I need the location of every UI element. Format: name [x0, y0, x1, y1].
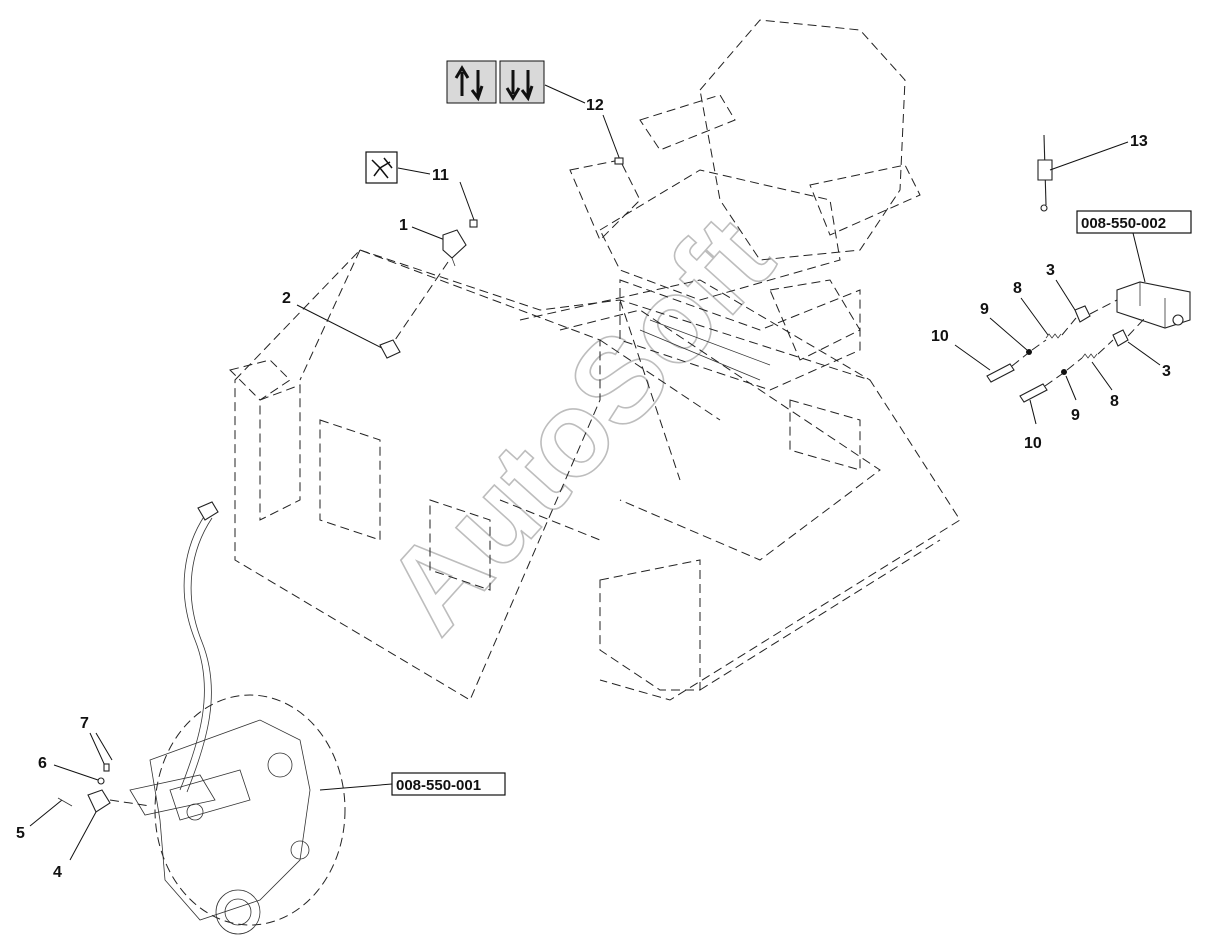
ball-9-top: [1026, 349, 1032, 355]
ball-9-bottom: [1061, 369, 1067, 375]
cable-tie: [1037, 134, 1053, 212]
callout-11: 11: [432, 167, 449, 184]
callout-8-bottom: 8: [1110, 393, 1119, 410]
spring-8-top: [1045, 333, 1062, 339]
operator-seat: [569, 19, 921, 391]
callout-2: 2: [282, 290, 291, 307]
pressure-switch-4: [87, 789, 111, 813]
main-frame: [229, 249, 961, 701]
axle-assembly: [129, 694, 346, 935]
pin-5: [57, 797, 73, 807]
screw-7a: [103, 763, 110, 772]
callout-12: 12: [586, 97, 604, 114]
lift-arrow-up-icon: [454, 65, 484, 102]
watermark: AutoSoft: [360, 191, 798, 657]
callout-4: 4: [53, 864, 62, 881]
callout-10-bottom: 10: [1024, 435, 1042, 452]
hydraulic-hose: [179, 501, 219, 793]
lift-arrow-down-icon: [505, 70, 534, 102]
washer-6: [97, 777, 105, 785]
fitting-3-bottom: [1112, 329, 1129, 347]
ref-axle-assembly[interactable]: 008-550-001: [396, 777, 481, 794]
operator-presence-icon: [365, 151, 398, 184]
callout-10-top: 10: [931, 328, 949, 345]
callout-3-top: 3: [1046, 262, 1055, 279]
fitting-3-top: [1074, 305, 1091, 323]
valve-block: [1116, 281, 1191, 329]
callout-3-bottom: 3: [1162, 363, 1171, 380]
switch-cover: [379, 339, 401, 359]
callout-9-bottom: 9: [1071, 407, 1080, 424]
callout-13: 13: [1130, 133, 1148, 150]
callout-7: 7: [80, 715, 89, 732]
callout-9-top: 9: [980, 301, 989, 318]
seat-switch: [442, 229, 467, 267]
decal-11-part: [469, 219, 478, 228]
pin-10-bottom: [1019, 383, 1048, 403]
pin-10-top: [986, 363, 1015, 383]
ref-valve-block[interactable]: 008-550-002: [1081, 215, 1166, 232]
lift-symbols-decal: [446, 60, 545, 104]
callout-1: 1: [399, 217, 408, 234]
ref-box-axle-assembly[interactable]: [391, 772, 506, 796]
callout-8-top: 8: [1013, 280, 1022, 297]
spring-8-bottom: [1081, 353, 1098, 359]
ref-box-valve-block[interactable]: [1076, 210, 1192, 234]
callout-6: 6: [38, 755, 47, 772]
decal-12-part: [614, 157, 624, 165]
callout-5: 5: [16, 825, 25, 842]
